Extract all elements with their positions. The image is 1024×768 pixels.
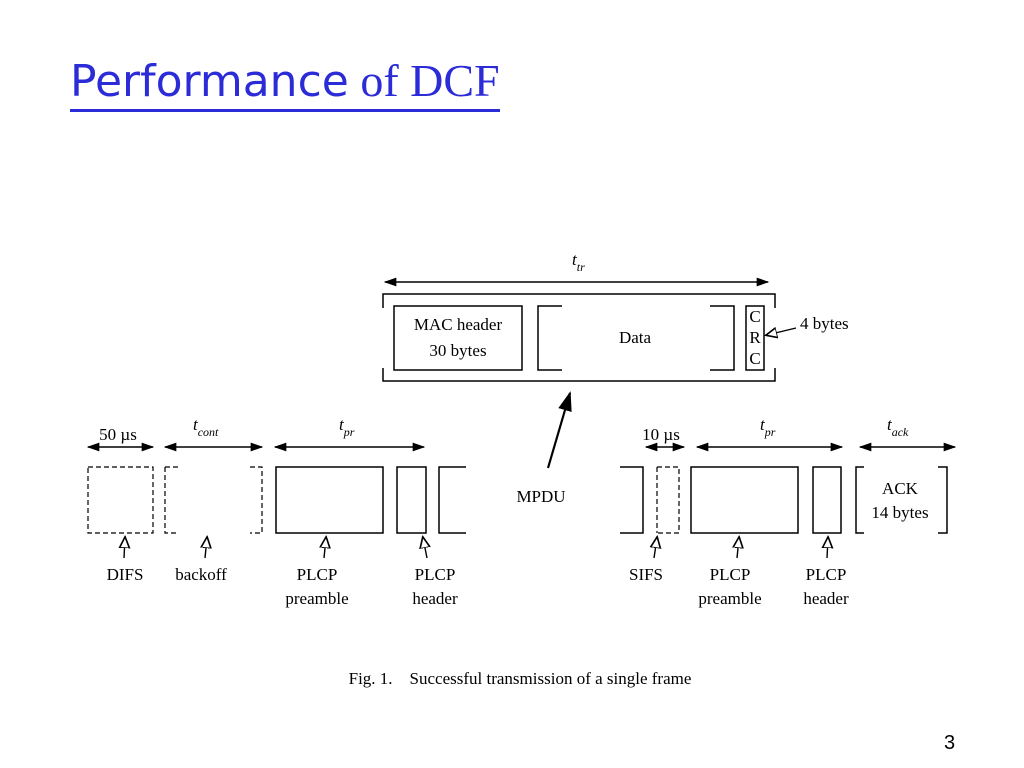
mpdu-label: MPDU	[516, 487, 565, 506]
mac-header-label: MAC header	[414, 315, 503, 334]
plcp-preamble-box-1	[275, 466, 384, 534]
header-pointer-arrow-1	[423, 538, 427, 559]
mpdu-left-bracket	[438, 466, 466, 534]
sifs-label: SIFS	[629, 565, 663, 584]
backoff-box	[164, 466, 263, 534]
mpdu-pointer-arrow	[546, 391, 572, 469]
preamble-pointer-arrow-1	[324, 538, 326, 559]
sifs-box	[656, 466, 680, 534]
plcp-label-1: PLCP	[297, 565, 338, 584]
crc-letter-r: R	[749, 328, 761, 347]
plcp-header-box-2	[812, 466, 842, 534]
ack-right-bracket	[938, 466, 948, 534]
backoff-label: backoff	[175, 565, 227, 584]
mac-header-size: 30 bytes	[429, 341, 486, 360]
data-right-bracket	[710, 305, 735, 371]
figure-caption: Fig. 1. Successful transmission of a sin…	[349, 669, 692, 688]
difs-pointer-arrow	[124, 538, 125, 559]
header-pointer-arrow-2	[827, 538, 828, 559]
data-label: Data	[619, 328, 652, 347]
difs-label: DIFS	[107, 565, 144, 584]
title-performance: Performance	[70, 56, 349, 107]
preamble-label-1: preamble	[285, 589, 348, 608]
mpdu-right-bracket	[620, 466, 644, 534]
mpdu-frame-bracket	[382, 293, 776, 382]
crc-letter-c1: C	[749, 307, 760, 326]
ack-size-label: 14 bytes	[871, 503, 928, 522]
page-number: 3	[944, 732, 956, 754]
t-ack-label: tack	[887, 415, 909, 439]
t-pr-label-2: tpr	[760, 415, 776, 439]
crc-letter-c2: C	[749, 349, 760, 368]
plcp-label-4: PLCP	[806, 565, 847, 584]
header-label-1: header	[412, 589, 458, 608]
header-label-2: header	[803, 589, 849, 608]
slide-title: Performance of DCF	[70, 55, 500, 112]
sifs-pointer-arrow	[654, 538, 657, 559]
sifs-time-label: 10 µs	[642, 425, 680, 444]
t-tr-label: ttr	[572, 250, 585, 274]
plcp-label-2: PLCP	[415, 565, 456, 584]
title-of-dcf: of DCF	[348, 55, 500, 106]
plcp-preamble-box-2	[690, 466, 799, 534]
t-cont-label: tcont	[193, 415, 219, 439]
t-pr-label-1: tpr	[339, 415, 355, 439]
difs-box	[87, 466, 154, 534]
difs-time-label: 50 µs	[99, 425, 137, 444]
preamble-pointer-arrow-2	[737, 538, 739, 559]
data-left-bracket	[537, 305, 562, 371]
ack-left-bracket	[855, 466, 864, 534]
backoff-pointer-arrow	[205, 538, 207, 559]
crc-size-arrow	[767, 328, 797, 335]
preamble-label-2: preamble	[698, 589, 761, 608]
mac-header-box	[393, 305, 523, 371]
crc-size-label: 4 bytes	[800, 314, 849, 333]
ack-label: ACK	[882, 479, 919, 498]
plcp-header-box-1	[396, 466, 427, 534]
plcp-label-3: PLCP	[710, 565, 751, 584]
